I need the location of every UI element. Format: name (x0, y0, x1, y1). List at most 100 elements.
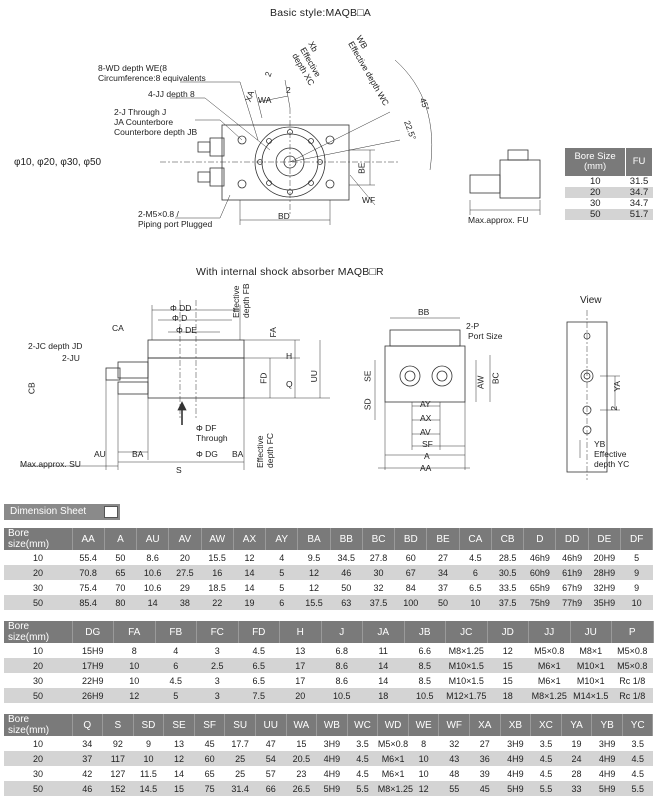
bore-sizes-label: φ10, φ20, φ30, φ50 (14, 157, 102, 168)
label-p: 2-P (466, 321, 480, 331)
label-fb-depth: depth FB (241, 283, 251, 319)
table-cell: 152 (102, 781, 134, 796)
table-cell: 10 (408, 751, 439, 766)
table-cell: 20 (4, 751, 72, 766)
table-cell: 45 (469, 781, 501, 796)
table-cell: 28H9 (588, 565, 621, 580)
column-header: Bore size(mm) (4, 528, 73, 550)
table-cell: 5 (265, 565, 298, 580)
table-cell: 8.6 (321, 658, 363, 673)
column-header: DG (72, 621, 114, 643)
label-aa: AA (420, 463, 432, 473)
table-cell: 26.5 (286, 781, 317, 796)
table-cell: 37 (426, 580, 460, 595)
column-header: BC (362, 528, 396, 550)
table-cell: 6 (155, 658, 197, 673)
body-top-view (221, 124, 350, 201)
table-cell: 24 (561, 751, 592, 766)
label-yb-effective: Effective (594, 449, 627, 459)
table-cell: 3.5 (530, 736, 562, 751)
column-header: Bore size(mm) (4, 621, 73, 643)
label-ja-counterbore: JA Counterbore (114, 117, 174, 127)
fu-cell-fu: 31.5 (625, 176, 653, 187)
table-cell: 50 (4, 595, 72, 610)
table-cell: 6 (265, 595, 298, 610)
table-cell: 5 (620, 550, 653, 565)
table-cell: 16 (201, 565, 234, 580)
column-header: AX (233, 528, 267, 550)
table-cell: 65 (194, 766, 225, 781)
table-cell: 10 (459, 595, 492, 610)
column-header: BA (297, 528, 331, 550)
column-header: A (104, 528, 138, 550)
table-cell: M6×1 (528, 658, 570, 673)
table-cell: 5.5 (347, 781, 378, 796)
table-cell: 38 (168, 595, 202, 610)
table-cell: 30 (4, 766, 72, 781)
fu-header-bore: Bore Size (mm) (565, 148, 627, 176)
table-cell: 4.5 (347, 751, 378, 766)
label-two-b: 2 (286, 85, 291, 95)
table-cell: 5 (265, 580, 298, 595)
table-cell: 20H9 (588, 550, 621, 565)
table-cell: 28.5 (491, 550, 524, 565)
table-cell: 29 (168, 580, 202, 595)
table-cell: 46h9 (523, 550, 556, 565)
table-cell: 19 (233, 595, 266, 610)
table-cell: 8.6 (321, 673, 363, 688)
table-cell: 7.5 (238, 688, 280, 703)
table-cell: 34 (426, 565, 460, 580)
table-cell: 27.8 (362, 550, 395, 565)
column-header: JC (445, 621, 488, 643)
table-cell: 26H9 (72, 688, 114, 703)
table-cell: 8 (408, 736, 439, 751)
table-cell: 30 (4, 673, 72, 688)
column-header: J (321, 621, 363, 643)
table-cell: 25 (224, 751, 256, 766)
table-cell: 3 (196, 673, 238, 688)
table-cell: 80 (104, 595, 137, 610)
table-cell: 60h9 (523, 565, 556, 580)
table-cell: 4 (155, 643, 197, 658)
table-cell: 9 (620, 580, 653, 595)
table-cell: M6×1 (528, 673, 570, 688)
label-h: H (286, 351, 293, 361)
label-fc-depth: depth FC (265, 433, 275, 468)
table-cell: 10 (4, 643, 72, 658)
fu-cell-fu: 51.7 (625, 209, 653, 220)
label-df: Φ DF (196, 423, 217, 433)
column-header: JD (487, 621, 529, 643)
table-cell: 8 (113, 643, 155, 658)
column-header: SF (194, 714, 226, 736)
table-cell: 34.5 (330, 550, 363, 565)
label-dg: Φ DG (196, 449, 218, 459)
table-cell: 27 (469, 736, 501, 751)
table-cell: 14 (233, 565, 266, 580)
column-header: P (611, 621, 654, 643)
table-cell: 75h9 (523, 595, 556, 610)
table-cell: 18 (362, 688, 404, 703)
table-cell: 37.5 (362, 595, 395, 610)
table-cell: 10.6 (136, 565, 169, 580)
table-cell: 55 (438, 781, 470, 796)
column-header: S (102, 714, 134, 736)
table-cell: 6.8 (321, 643, 363, 658)
table-cell: 60 (394, 550, 427, 565)
table-cell: 4.5 (530, 766, 562, 781)
label-sf: SF (422, 439, 433, 449)
column-header: AW (201, 528, 234, 550)
table-cell: 14.5 (133, 781, 164, 796)
table-cell: 15 (163, 781, 195, 796)
label-se: SE (362, 370, 373, 382)
label-fa: FA (267, 327, 278, 338)
table-cell: 11 (362, 643, 404, 658)
label-sd: SD (362, 398, 373, 411)
table-cell: 4H9 (316, 751, 348, 766)
table-cell: 36 (469, 751, 501, 766)
table-cell: 5.5 (622, 781, 653, 796)
